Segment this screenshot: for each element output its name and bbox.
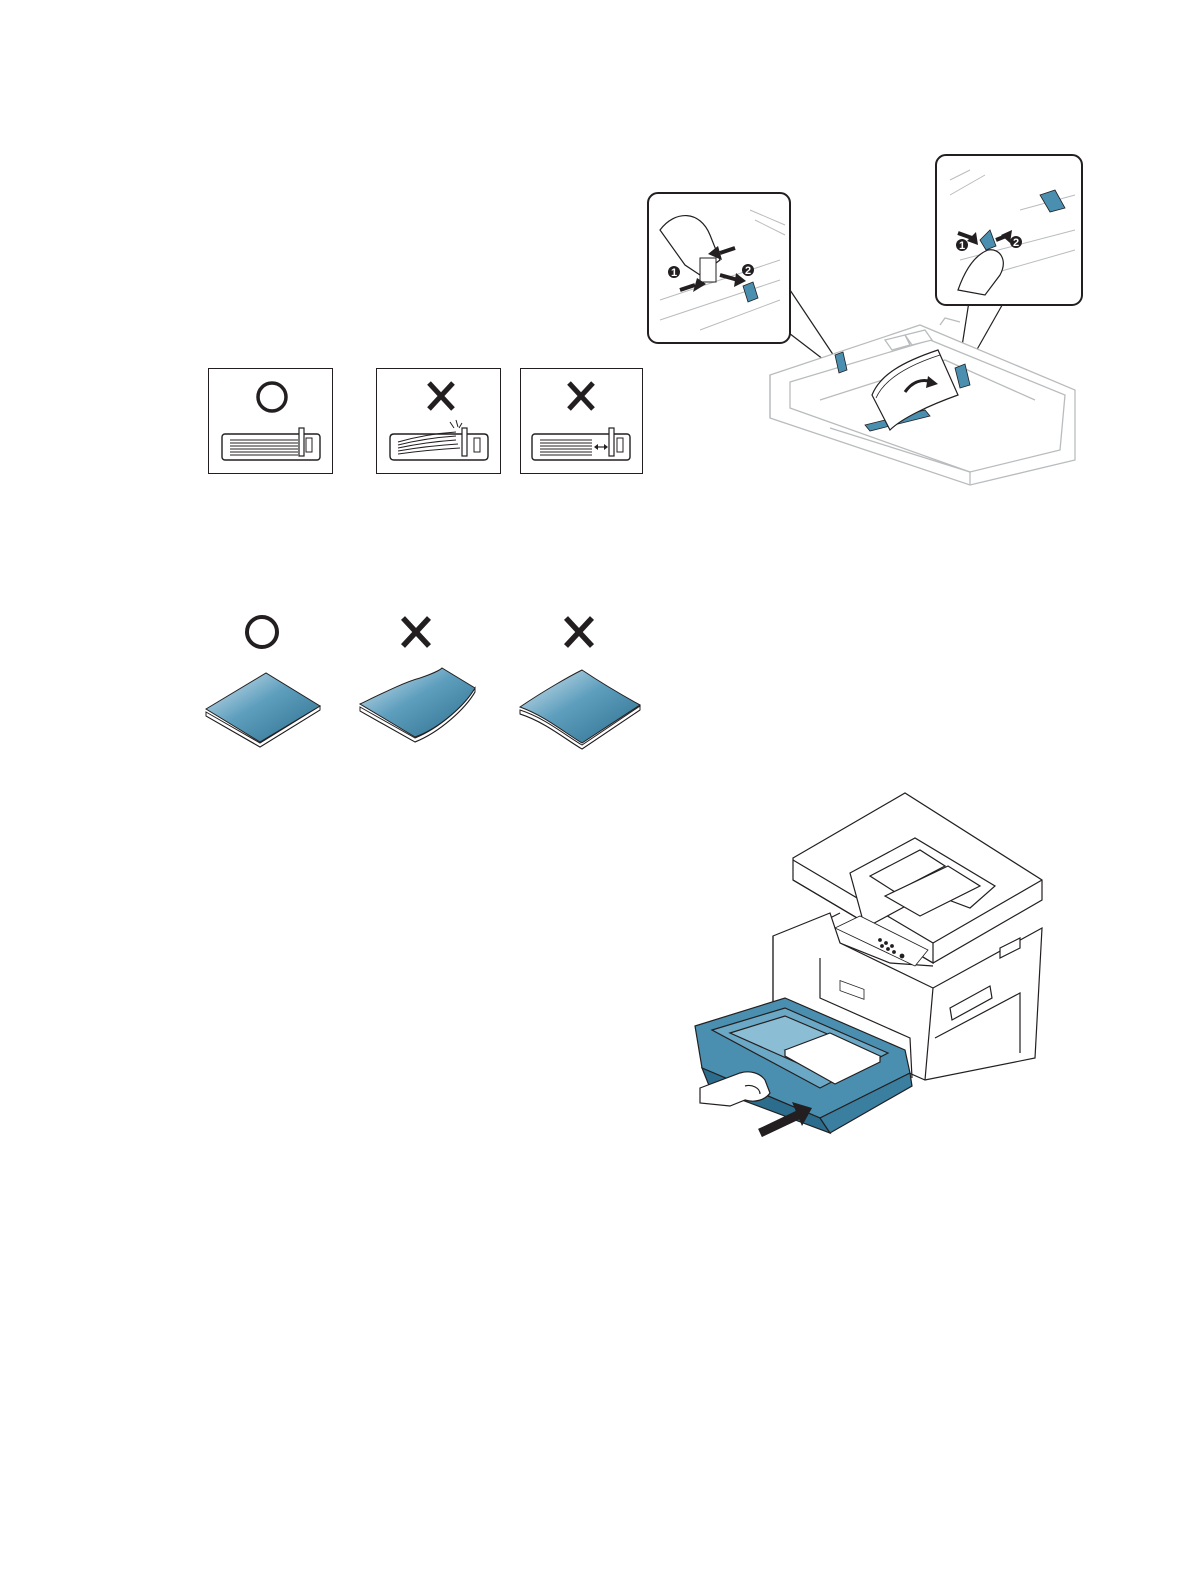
callout-zoom-length-guide: 1 2 — [648, 193, 790, 343]
flat-paper-stack — [206, 673, 320, 747]
tray-fill-panel-correct — [208, 368, 333, 474]
printer-tray-insert-figure — [690, 788, 1050, 1138]
callout-step-1: 1 — [671, 267, 677, 279]
callout-step-1-right: 1 — [959, 240, 965, 252]
callout-zoom-width-guide: 1 2 — [936, 155, 1082, 305]
x-mark-icon — [566, 618, 592, 646]
ok-mark-icon — [247, 617, 277, 647]
tray-fill-panel-gap — [520, 368, 643, 474]
x-mark-icon — [403, 618, 429, 646]
curled-edge-paper-stack — [360, 668, 475, 742]
tray-fill-panel-too-tight — [376, 368, 501, 474]
bent-paper-stack — [520, 670, 640, 749]
callout-step-2-right: 2 — [1013, 237, 1019, 249]
tray-guide-adjust-figure: 1 2 1 — [640, 150, 1090, 495]
callout-step-2: 2 — [745, 265, 751, 277]
paper-flatness-figure — [200, 610, 650, 755]
